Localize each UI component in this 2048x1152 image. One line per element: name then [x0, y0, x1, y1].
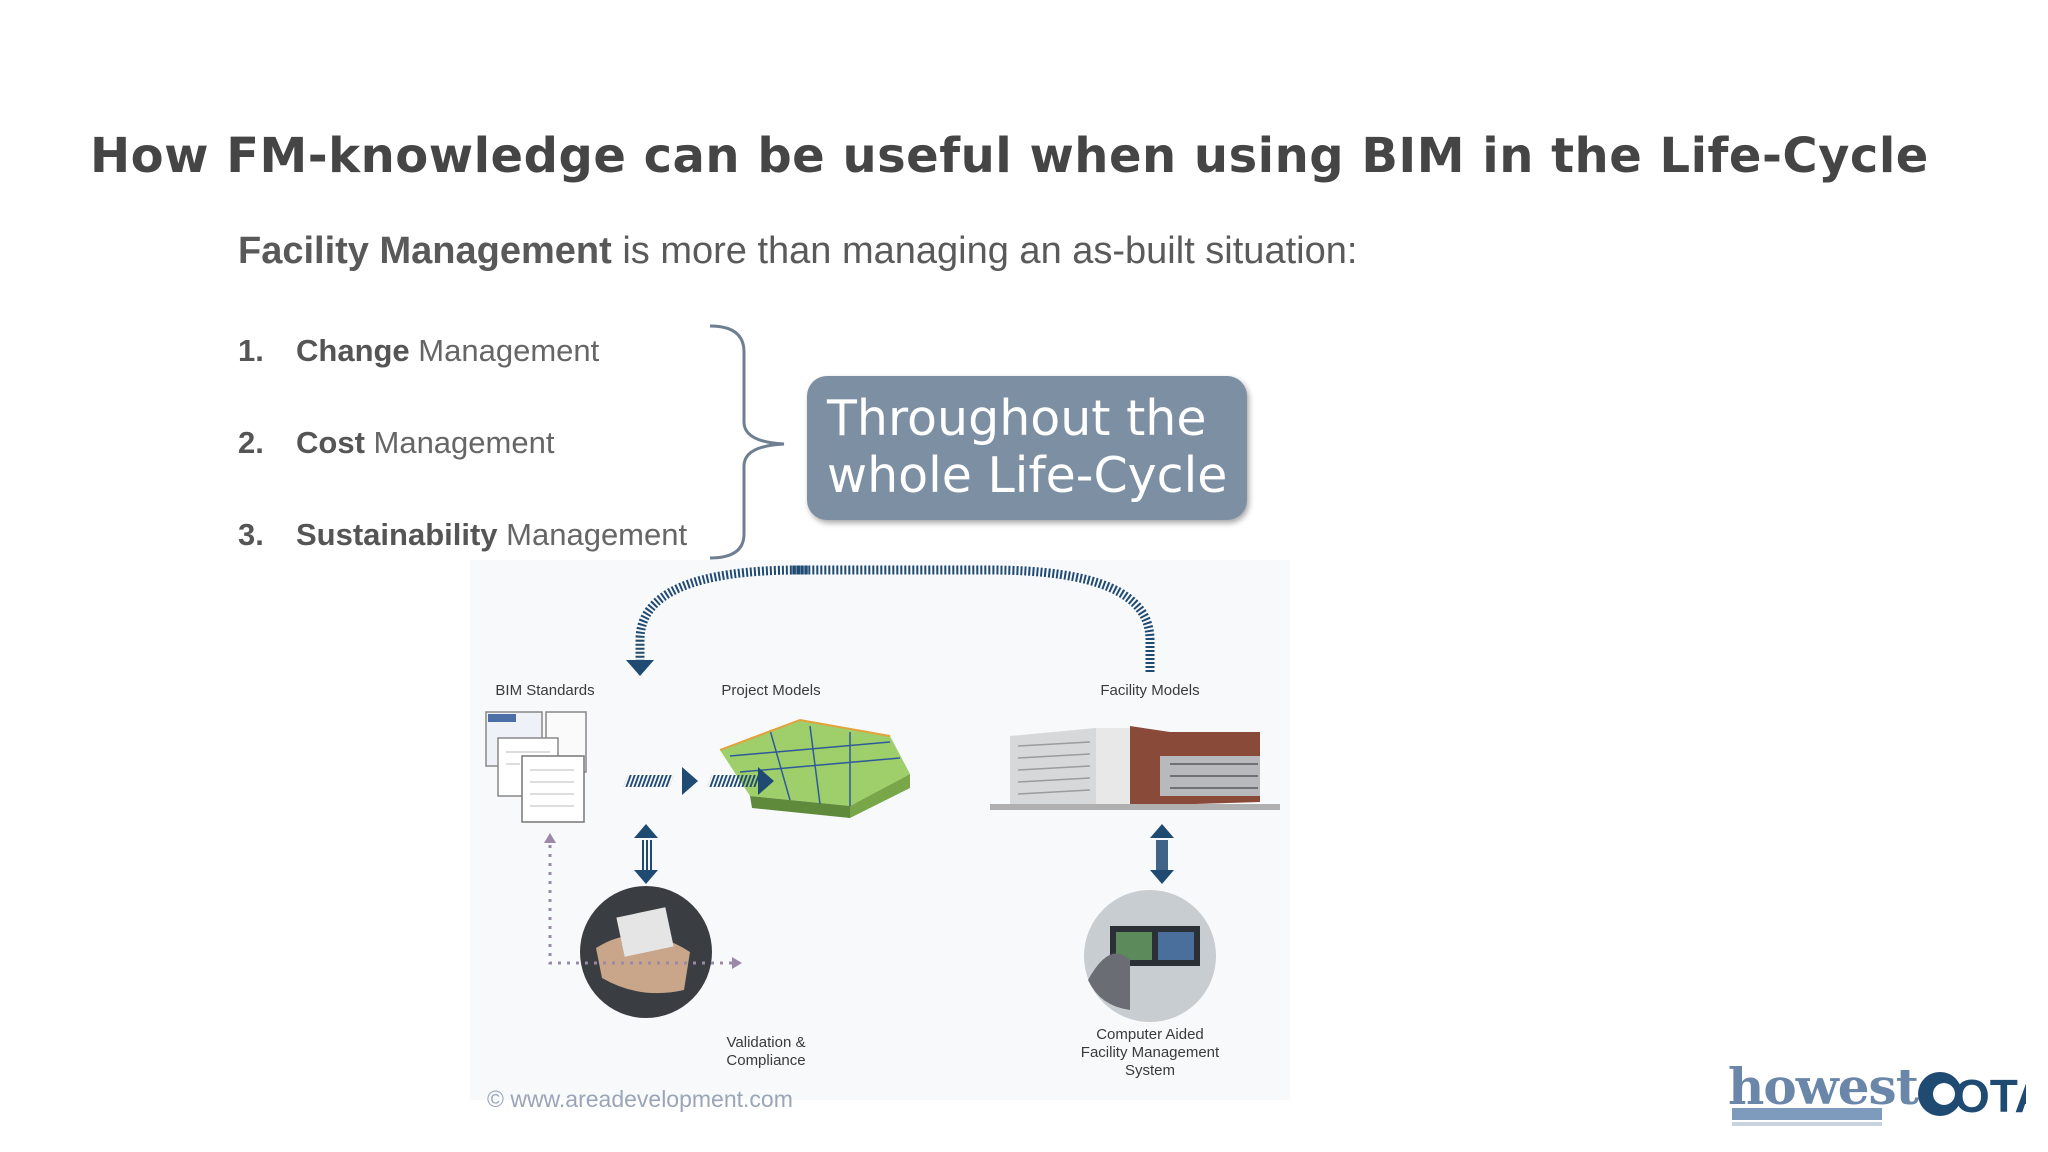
feedback-dotted-line [548, 845, 732, 965]
facility-model-image [990, 726, 1280, 810]
label-validation-line2: Compliance [726, 1052, 806, 1069]
list-number: 1. [238, 333, 264, 368]
image-credit: © www.areadevelopment.com [487, 1086, 793, 1112]
arrow-head [634, 870, 658, 884]
arrow-hatch [623, 775, 674, 787]
feedback-arrowhead-right [732, 957, 742, 969]
project-model-image [719, 718, 910, 818]
list-rest: Management [409, 333, 600, 368]
curly-brace [709, 324, 785, 560]
diagram-graphics [485, 565, 1280, 1022]
ota-logo: OTA [1918, 1070, 2026, 1122]
loop-arrow [635, 565, 1155, 672]
slide-title: How FM-knowledge can be useful when usin… [90, 128, 1929, 184]
bim-standards-icon [485, 711, 587, 823]
arrow-head [758, 767, 774, 795]
arrow-hatch [1156, 840, 1168, 870]
arrow-hatch [640, 840, 652, 870]
list-number: 3. [238, 517, 264, 552]
arrow-head [682, 767, 698, 795]
howest-logo-bar [1732, 1108, 1882, 1120]
label-cafm-line2: Facility Management [1080, 1044, 1220, 1061]
list-number: 2. [238, 425, 264, 460]
lifecycle-line1: Throughout the [827, 390, 1207, 447]
lifecycle-callout: Throughout the whole Life-Cycle [807, 376, 1247, 520]
label-bim-standards: BIM Standards [495, 682, 595, 699]
list-rest: Management [497, 517, 688, 552]
subtitle-bold: Facility Management [238, 230, 612, 272]
arrow-head [634, 824, 658, 838]
bim-lifecycle-diagram: BIM Standards Project Models Facility Mo… [470, 560, 1290, 1100]
list-item: 3. Sustainability Management [238, 517, 687, 553]
list-item: 2. Cost Management [238, 425, 554, 461]
slide-subtitle: Facility Management is more than managin… [238, 230, 1357, 273]
list-bold: Sustainability [296, 517, 498, 552]
ota-logo-text: OTA [1954, 1070, 2026, 1122]
list-item: 1. Change Management [238, 333, 599, 369]
list-bold: Change [296, 333, 410, 368]
label-cafm: Computer Aided Facility Management Syste… [1070, 1026, 1230, 1080]
list-rest: Management [364, 425, 555, 460]
label-facility-models: Facility Models [1100, 682, 1200, 699]
feedback-arrowhead-up [544, 833, 556, 843]
label-validation-line1: Validation & [726, 1034, 806, 1051]
howest-logo-bar-secondary [1732, 1122, 1882, 1126]
lifecycle-line2: whole Life-Cycle [827, 447, 1228, 504]
arrow-head [1150, 824, 1174, 838]
loop-arrowhead [626, 660, 654, 676]
subtitle-rest: is more than managing an as-built situat… [611, 230, 1358, 272]
arrow-hatch [707, 775, 760, 787]
label-project-models: Project Models [721, 682, 821, 699]
label-cafm-line3: System [1124, 1062, 1175, 1079]
list-bold: Cost [296, 425, 365, 460]
label-validation: Validation & Compliance [706, 1034, 826, 1070]
label-cafm-line1: Computer Aided [1096, 1026, 1204, 1043]
howest-logo: howest [1728, 1057, 1919, 1116]
arrow-head [1150, 870, 1174, 884]
